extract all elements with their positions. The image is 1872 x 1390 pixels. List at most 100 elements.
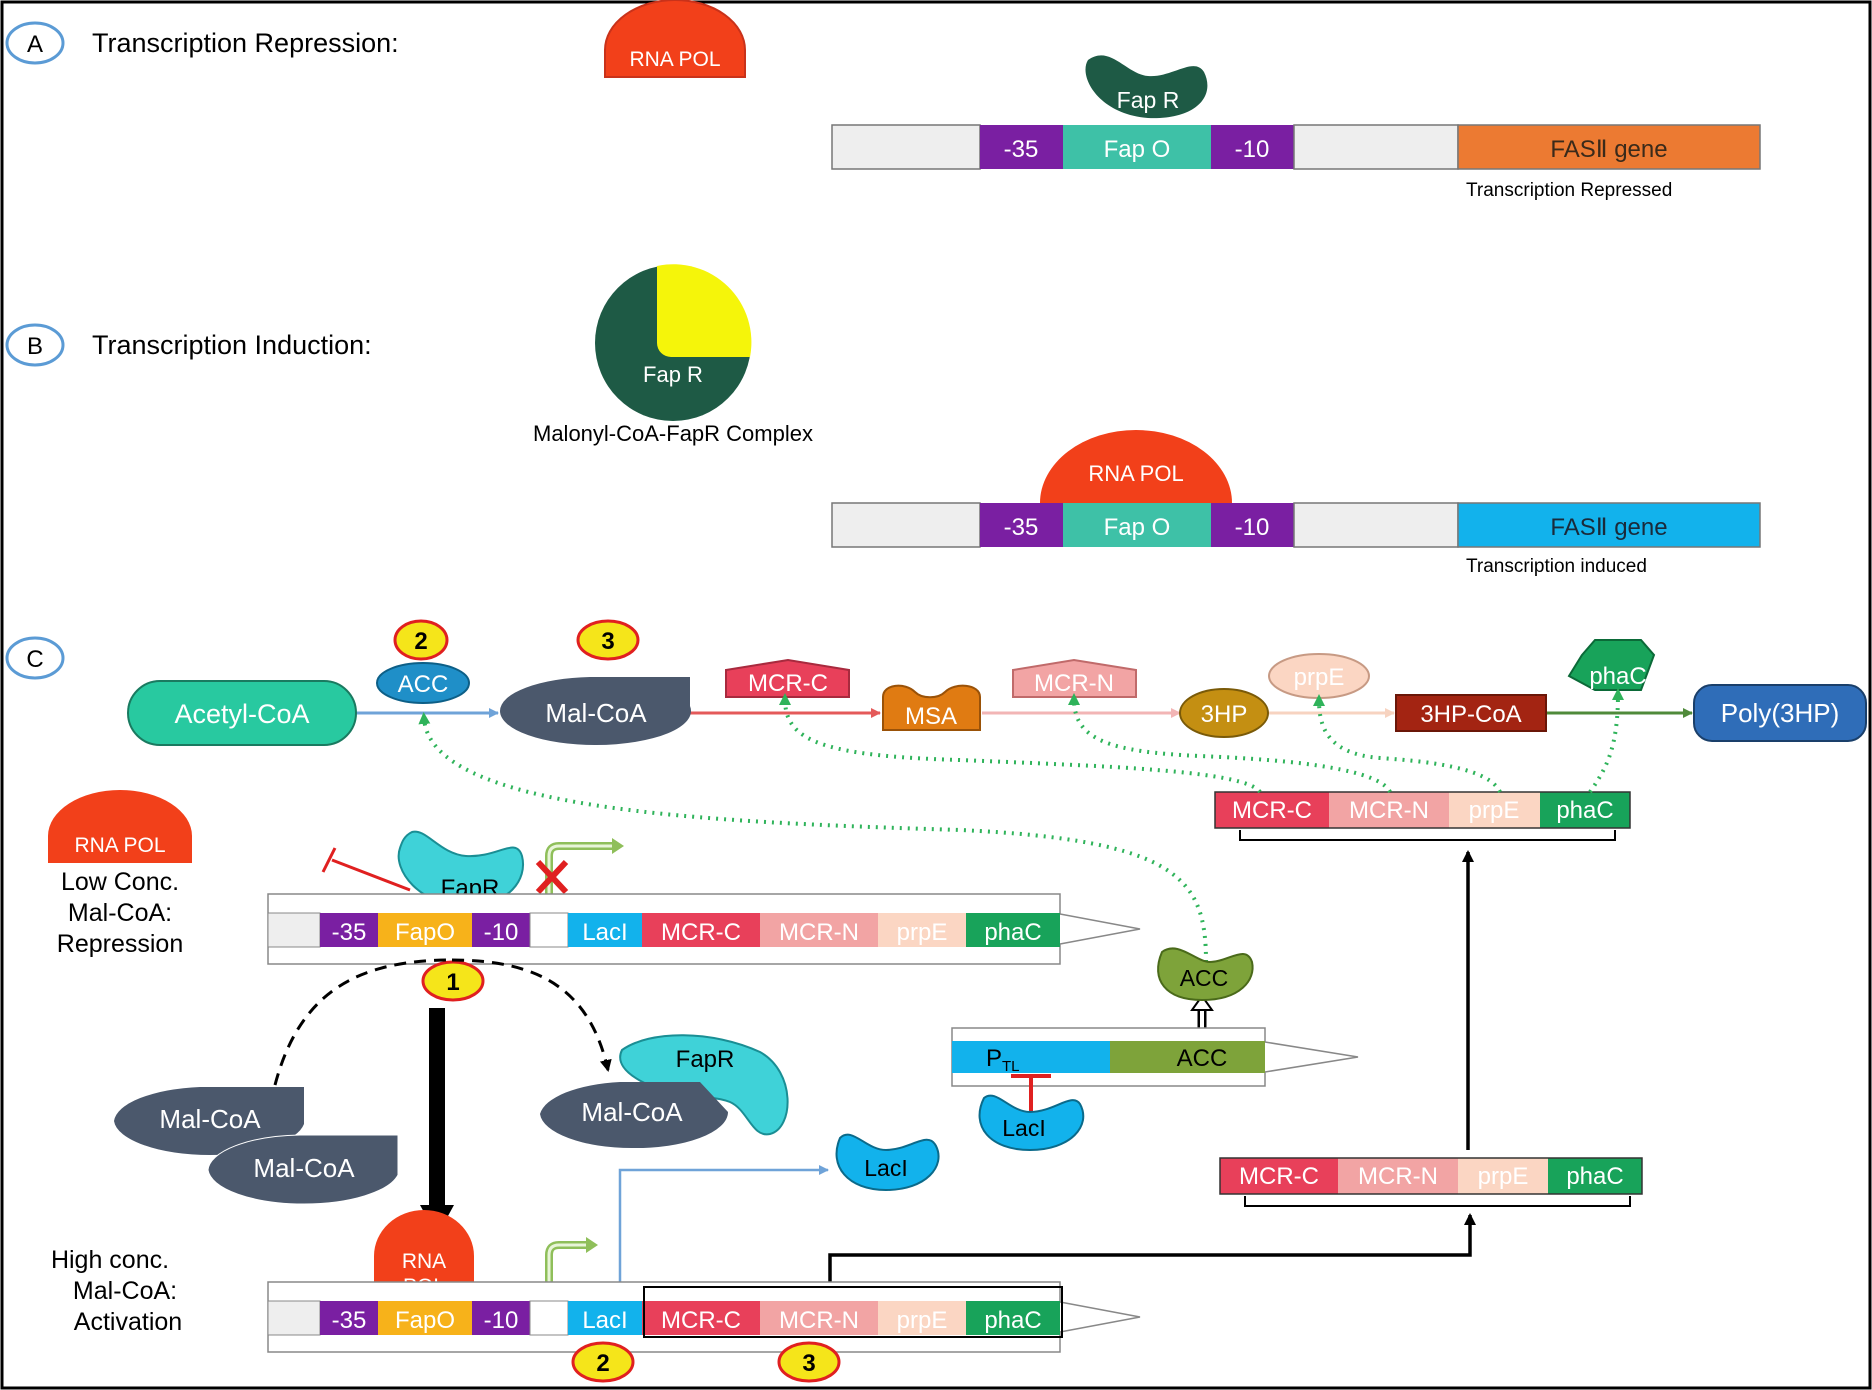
low-conc-line-1: Low Conc. (61, 868, 179, 896)
acc-protein-label: ACC (1180, 965, 1229, 991)
acc-gene-label: ACC (1177, 1045, 1228, 1072)
prpe-high-label: prpE (897, 1307, 948, 1334)
prpe-low-label: prpE (897, 919, 948, 946)
mcr-n-low-label: MCR-N (779, 919, 859, 946)
minus35-high-label: -35 (332, 1307, 367, 1334)
operon-upper-mcr-c-label: MCR-C (1232, 797, 1312, 824)
minus10-high-label: -10 (484, 1307, 519, 1334)
blocked-x-icon (535, 859, 569, 895)
mcr-c-low-label: MCR-C (661, 919, 741, 946)
arrow-to-free-laci (618, 1165, 829, 1317)
laci-low (568, 913, 642, 947)
panel-a-badge-label: A (27, 31, 43, 58)
panel-a-title: Transcription Repression: (92, 28, 399, 58)
panel-b-badge (5, 323, 65, 367)
panel-c-badge-label: C (26, 646, 43, 673)
operon-lower-prpe-label: prpE (1478, 1163, 1529, 1190)
step-badge-2-top (393, 619, 449, 661)
phac-low-label: phaC (984, 919, 1041, 946)
rna-pol-a-label: RNA POL (629, 48, 720, 71)
gene-construct-a: -35 Fap O -10 FASⅡ gene (831, 124, 1761, 170)
operon-lower-phac-label: phaC (1566, 1163, 1623, 1190)
mcr-c-high-label: MCR-C (661, 1307, 741, 1334)
gene-construct-b: -35 Fap O -10 FASⅡ gene (831, 502, 1761, 548)
laci-free-label: LacI (864, 1155, 907, 1181)
rna-pol-high-line-1: RNA (402, 1250, 446, 1273)
repression-bar-line (331, 858, 411, 892)
phac-high (966, 1301, 1060, 1335)
phac-high-label: phaC (984, 1307, 1041, 1334)
complex-mal-coa-label: Mal-CoA (581, 1097, 683, 1127)
minus35-box-b (980, 503, 1063, 547)
ptl-label: PTL (986, 1045, 1020, 1075)
3hp-node (1179, 688, 1269, 738)
msa-label: MSA (905, 703, 957, 730)
mal-coa-free-2-label: Mal-CoA (253, 1153, 355, 1183)
minus10-high (472, 1301, 530, 1335)
operon-upper-mcr-n-label: MCR-N (1349, 797, 1429, 824)
mal-coa-free-1-label: Mal-CoA (159, 1104, 261, 1134)
fapo-label-b: Fap O (1104, 514, 1171, 541)
operon-lower-prpe (1458, 1158, 1548, 1194)
minus35-label-a: -35 (1004, 136, 1039, 163)
operon-lower-mcr-n-label: MCR-N (1358, 1163, 1438, 1190)
high-conc-line-2: Mal-CoA: (73, 1277, 177, 1305)
rna-pol-b-label: RNA POL (1088, 461, 1183, 486)
ptl-acc-construct: PTL ACC (951, 1027, 1359, 1087)
phac-enzyme (1567, 639, 1656, 691)
minus10-label-b: -10 (1235, 514, 1270, 541)
step-badge-3-top (576, 619, 640, 661)
panel-b-badge-label: B (27, 333, 43, 360)
step-badge-1 (421, 960, 485, 1002)
fapo-box-a (1063, 125, 1211, 169)
dotted-arrow-to-prpe (1313, 694, 1502, 794)
operon-upper-prpe-label: prpE (1469, 797, 1520, 824)
msa-node (882, 684, 981, 731)
3hp-coa-node (1395, 694, 1547, 732)
minus35-high (320, 1301, 378, 1335)
poly-3hp-node (1693, 684, 1867, 742)
panel-b: B Transcription Induction: Fap R Malonyl… (5, 264, 1761, 577)
fapo-label-a: Fap O (1104, 136, 1171, 163)
operon-upper-phac (1540, 792, 1630, 828)
mal-coa-free-2 (207, 1134, 399, 1205)
ptl-box (952, 1041, 1110, 1073)
acc-enzyme-top (376, 662, 470, 704)
minus35-box-a (980, 125, 1063, 169)
malonyl-coa-wedge (657, 264, 752, 357)
mcr-c-high (642, 1301, 760, 1335)
laci-repressor-label: LacI (1002, 1115, 1045, 1141)
operon-upper-mcr-c (1215, 792, 1329, 828)
3hp-coa-label: 3HP-CoA (1420, 701, 1521, 728)
complex-caption: Malonyl-CoA-FapR Complex (533, 421, 813, 446)
operon-upper-prpe (1449, 792, 1540, 828)
step-badge-2-top-label: 2 (414, 628, 427, 655)
prpe-low (878, 913, 966, 947)
prpe-enzyme-label: prpE (1294, 664, 1345, 691)
fasii-gene-b (1457, 502, 1761, 548)
minus35-low-label: -35 (332, 919, 367, 946)
laci-free (835, 1133, 940, 1192)
operon-lower: MCR-C MCR-N prpE phaC (1219, 1157, 1643, 1207)
operon-lower-mcr-n (1338, 1158, 1458, 1194)
construct-high: -35 FapO -10 LacI MCR-C MCR-N prpE phaC (267, 1281, 1141, 1353)
panel-b-caption: Transcription induced (1466, 556, 1647, 577)
rna-pol-high (374, 1210, 474, 1300)
acc-gene-box (1110, 1041, 1265, 1073)
panel-c: C Acetyl-CoA ACC Mal-CoA MCR-C MSA MCR-N… (5, 619, 1867, 1383)
mcr-n-enzyme-label: MCR-N (1034, 670, 1114, 697)
minus10-label-a: -10 (1235, 136, 1270, 163)
high-conc-line-1: High conc. (51, 1246, 169, 1274)
fapo-high-label: FapO (395, 1307, 455, 1334)
laci-high (568, 1301, 642, 1335)
fasii-gene-a (1457, 124, 1761, 170)
operon-upper-mcr-n (1329, 792, 1449, 828)
laci-repressor (978, 1094, 1085, 1152)
mal-coa-top (499, 677, 692, 746)
rna-pol-low-label: RNA POL (74, 834, 165, 857)
high-conc-line-3: Activation (74, 1308, 182, 1336)
fasii-gene-b-label: FASⅡ gene (1550, 514, 1667, 541)
mcr-c-low (642, 913, 760, 947)
